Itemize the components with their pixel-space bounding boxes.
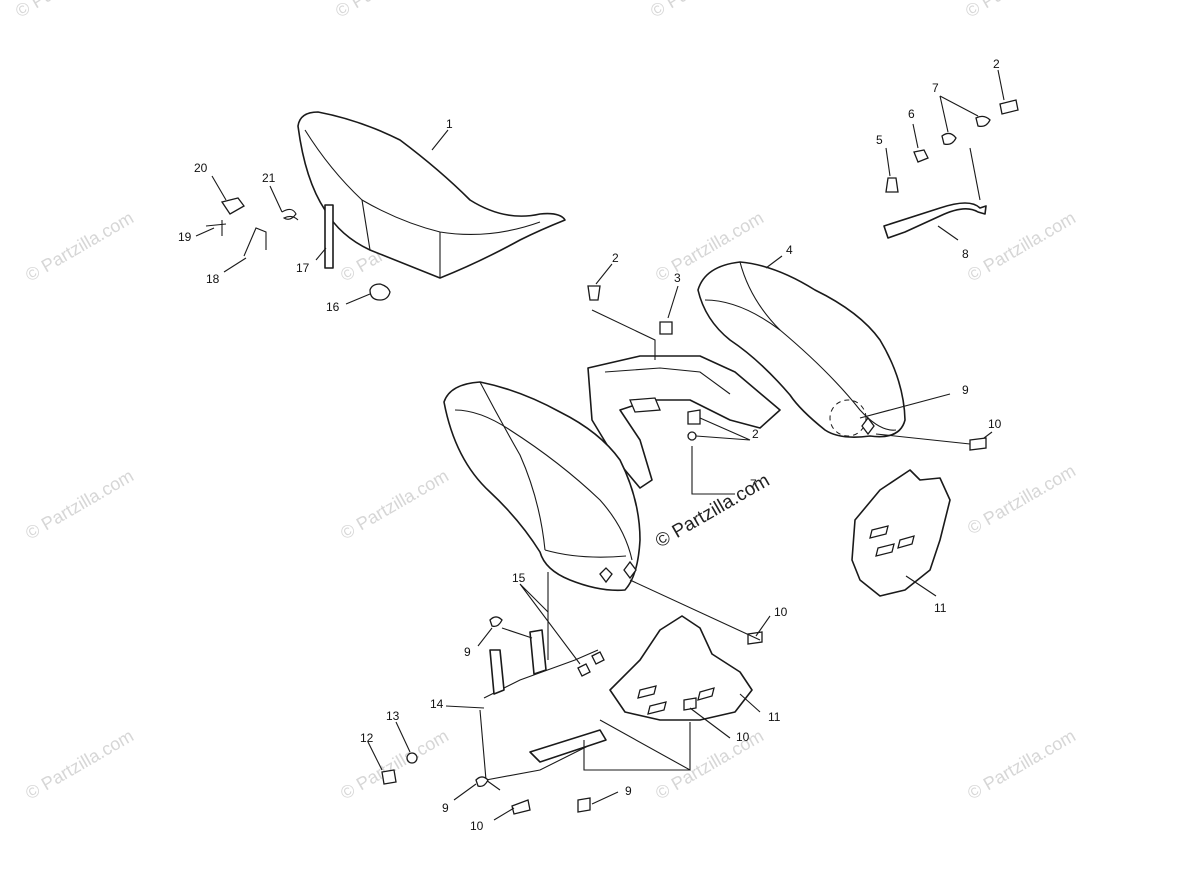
callout-3: 3 <box>674 271 681 285</box>
skid-guard-left <box>609 615 753 721</box>
callout-2: 2 <box>752 427 759 441</box>
fasteners <box>381 285 987 815</box>
callout-13: 13 <box>386 709 400 723</box>
center-watermark: © Partzilla.com <box>652 470 773 552</box>
rear-fender-left <box>443 381 641 592</box>
leader-lines <box>195 69 1005 821</box>
watermark: © Partzilla.com <box>964 725 1079 803</box>
callout-4: 4 <box>786 243 793 257</box>
callout-21: 21 <box>262 171 276 185</box>
watermark: © Partzilla.com <box>962 0 1077 21</box>
watermark: © Partzilla.com <box>652 725 767 803</box>
watermark: © Partzilla.com <box>22 725 137 803</box>
callout-8: 8 <box>962 247 969 261</box>
callout-10: 10 <box>988 417 1002 431</box>
watermark: © Partzilla.com <box>964 460 1079 538</box>
seat-latch-parts <box>205 197 391 301</box>
callout-5: 5 <box>876 133 883 147</box>
callout-7: 7 <box>932 81 939 95</box>
callout-19: 19 <box>178 230 192 244</box>
callout-11: 11 <box>934 601 947 615</box>
seat-part <box>297 111 566 279</box>
watermark: © Partzilla.com <box>22 465 137 543</box>
watermark: © Partzilla.com <box>964 207 1079 285</box>
callout-12: 12 <box>360 731 374 745</box>
callout-17: 17 <box>296 261 310 275</box>
callout-16: 16 <box>326 300 340 314</box>
callout-9: 9 <box>442 801 449 815</box>
callouts: 1 2 2 2 3 4 5 6 7 7 8 9 9 9 9 10 10 10 1… <box>178 57 1002 833</box>
foot-bracket-part <box>479 629 607 791</box>
hitch-bracket-part <box>883 99 1019 239</box>
watermark: © Partzilla.com <box>647 0 762 21</box>
callout-9: 9 <box>962 383 969 397</box>
callout-2: 2 <box>993 57 1000 71</box>
watermark: © Partzilla.com <box>337 465 452 543</box>
callout-6: 6 <box>908 107 915 121</box>
callout-9: 9 <box>625 784 632 798</box>
callout-15: 15 <box>512 571 526 585</box>
callout-2: 2 <box>612 251 619 265</box>
callout-11: 11 <box>768 710 781 724</box>
callout-14: 14 <box>430 697 444 711</box>
skid-guard-right <box>851 469 951 597</box>
callout-20: 20 <box>194 161 208 175</box>
callout-18: 18 <box>206 272 220 286</box>
watermark: © Partzilla.com <box>337 725 452 803</box>
callout-9: 9 <box>464 645 471 659</box>
rear-fender-right <box>697 261 906 438</box>
callout-10: 10 <box>736 730 750 744</box>
callout-1: 1 <box>446 117 453 131</box>
callout-7: 7 <box>750 477 757 491</box>
watermark: © Partzilla.com <box>332 0 447 21</box>
rear-fender-center <box>587 355 781 489</box>
callout-10: 10 <box>774 605 788 619</box>
watermark: © Partzilla.com <box>12 0 127 21</box>
callout-10: 10 <box>470 819 484 833</box>
watermark: © Partzilla.com <box>22 207 137 285</box>
